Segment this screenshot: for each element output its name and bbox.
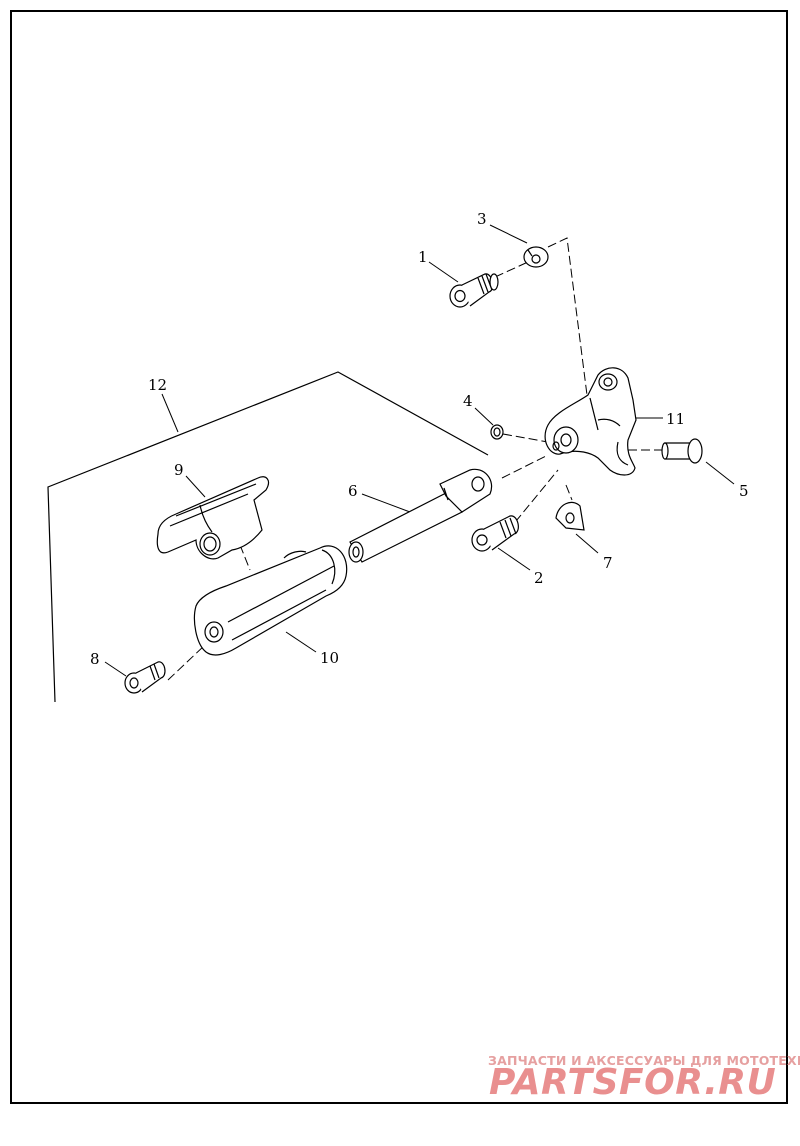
part-1-socket-screw xyxy=(449,273,499,308)
part-10-footpeg-body xyxy=(193,545,348,656)
callout-leaders xyxy=(104,224,735,677)
watermark-logo: PARTSFOR.RU xyxy=(489,1062,776,1103)
callout-5: 5 xyxy=(739,482,749,500)
part-6-peg-shaft xyxy=(348,468,493,563)
watermark: ЗАПЧАСТИ И АКСЕССУАРЫ ДЛЯ МОТОТЕХНИКИ PA… xyxy=(488,1053,800,1103)
callout-11: 11 xyxy=(666,410,685,428)
callout-6: 6 xyxy=(348,482,358,500)
watermark-tagline: ЗАПЧАСТИ И АКСЕССУАРЫ ДЛЯ МОТОТЕХНИКИ xyxy=(488,1053,800,1068)
callout-9: 9 xyxy=(174,461,184,479)
part-4-retaining-ring xyxy=(490,424,504,440)
part-5-clevis-pin xyxy=(661,438,703,464)
part-7-wear-plate xyxy=(555,501,585,531)
kit-bracket-line xyxy=(47,371,489,703)
callout-3: 3 xyxy=(477,210,487,228)
callout-7: 7 xyxy=(603,554,613,572)
callout-labels: 1 2 3 4 5 6 7 8 9 10 11 12 xyxy=(90,210,749,668)
part-8-socket-screw xyxy=(124,661,166,694)
callout-2: 2 xyxy=(534,569,544,587)
callout-12: 12 xyxy=(148,376,167,394)
part-2-socket-screw xyxy=(471,515,519,552)
part-11-mount-bracket xyxy=(544,367,637,476)
part-9-peg-pad xyxy=(156,476,270,560)
diagram-frame xyxy=(10,10,788,1104)
callout-1: 1 xyxy=(418,248,428,266)
part-3-lock-washer xyxy=(523,246,549,268)
callout-8: 8 xyxy=(90,650,100,668)
callout-10: 10 xyxy=(320,649,339,667)
callout-4: 4 xyxy=(463,392,473,410)
